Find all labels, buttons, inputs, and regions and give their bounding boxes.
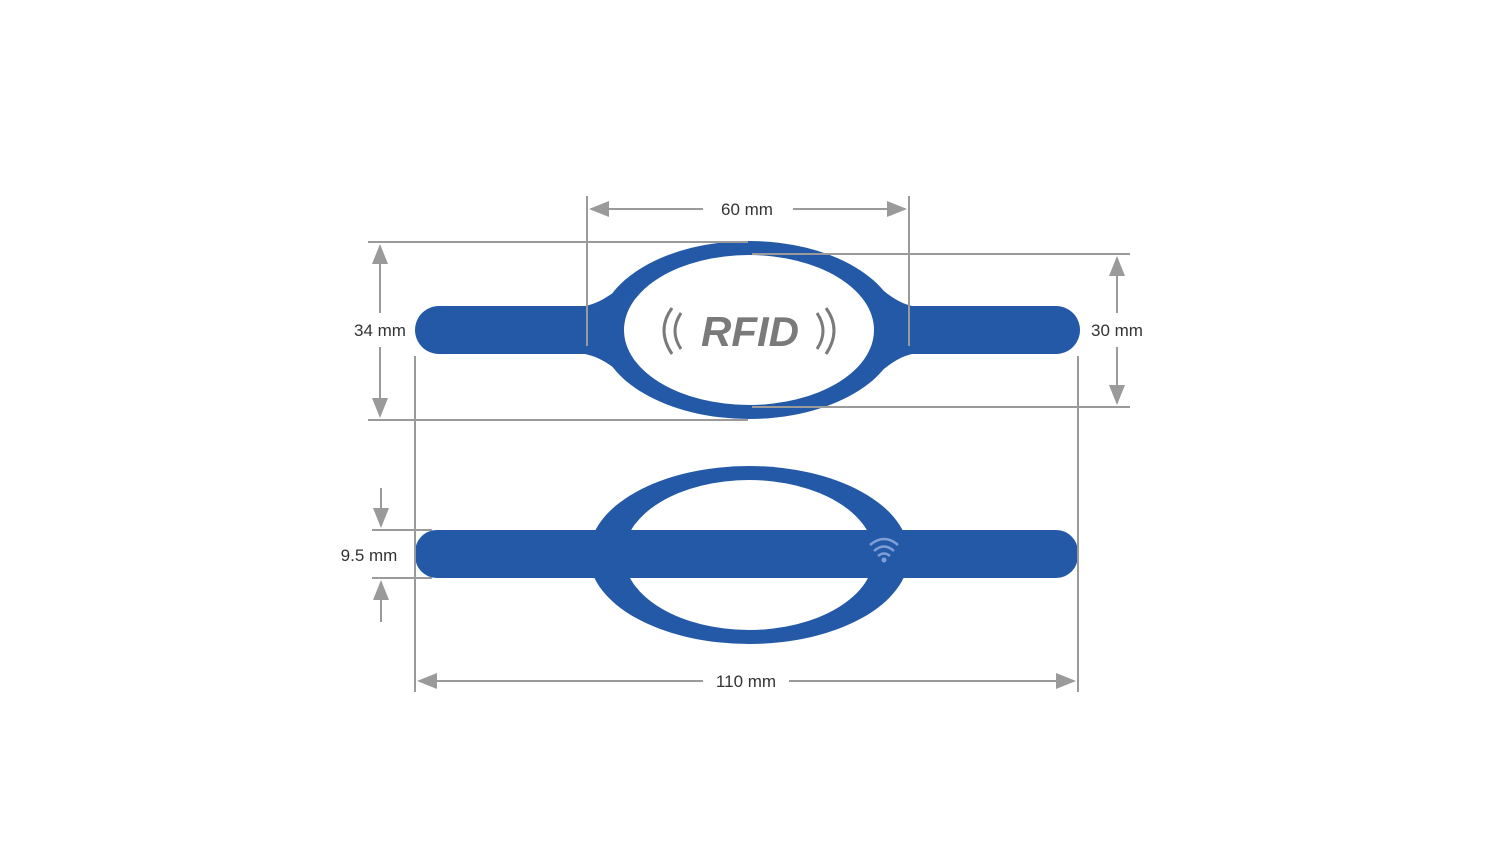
dim-60mm-label: 60 mm (721, 200, 773, 219)
bottom-strap (415, 530, 1078, 578)
top-oval-inner (624, 255, 874, 405)
bottom-wristband (415, 466, 1078, 644)
rfid-logo-text: RFID (701, 308, 799, 355)
rfid-left-wave-outer (662, 307, 674, 355)
rfid-left-wave-inner (673, 312, 683, 350)
dim-9-5mm-label: 9.5 mm (341, 546, 398, 565)
dimension-9-5mm: 9.5 mm (341, 488, 432, 622)
dimension-34mm: 34 mm (354, 241, 748, 421)
rfid-logo: RFID (662, 307, 836, 355)
wifi-icon (869, 537, 899, 563)
dimension-60mm: 60 mm (586, 196, 910, 346)
dim-110mm-label: 110 mm (716, 672, 776, 691)
dimension-30mm: 30 mm (752, 253, 1143, 408)
dim-30mm-label: 30 mm (1091, 321, 1143, 340)
rfid-right-wave-inner (815, 312, 825, 350)
rfid-right-wave-outer (824, 307, 836, 355)
top-wristband: RFID (415, 241, 1080, 419)
dim-34mm-label: 34 mm (354, 321, 406, 340)
dimension-110mm: 110 mm (414, 356, 1079, 692)
